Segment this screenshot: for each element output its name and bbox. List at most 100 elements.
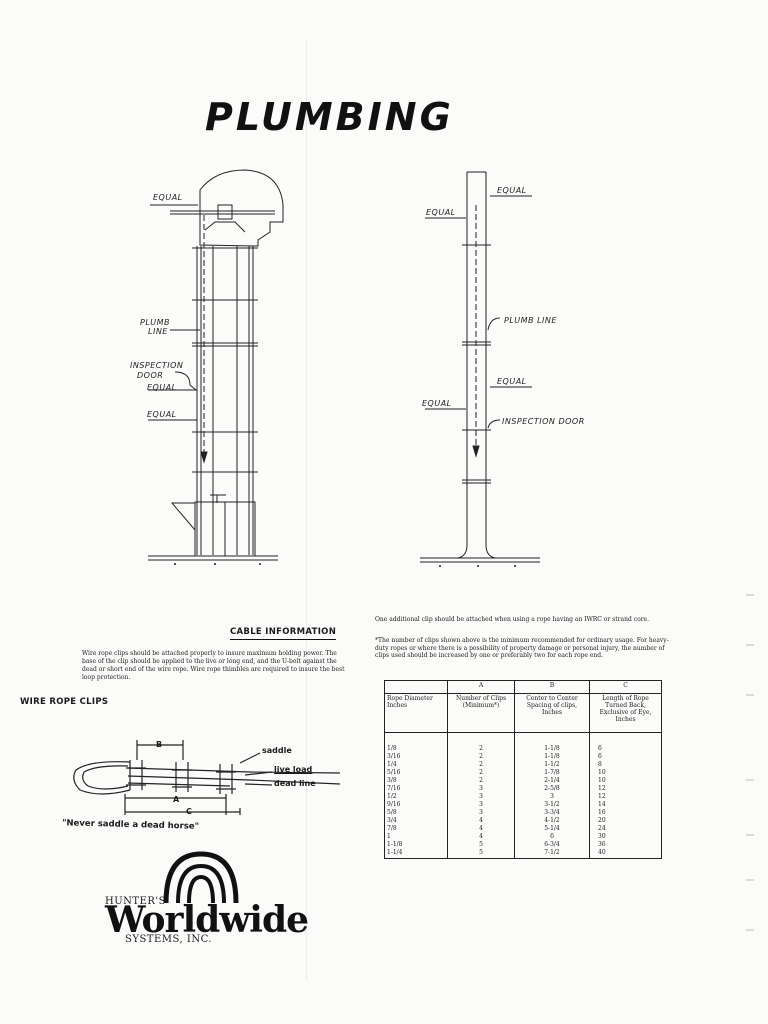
page-fold-line xyxy=(306,40,307,980)
rope-diameter-cell: 1-1/8 xyxy=(387,841,403,848)
clip-spacing-cell: 4-1/2 xyxy=(544,817,560,824)
turn-back-cell: 36 xyxy=(598,841,606,848)
right-equal-top-right-label: EQUAL xyxy=(497,186,527,195)
rope-diameter-cell: 1 xyxy=(387,833,391,840)
clip-count-cell: 3 xyxy=(479,793,483,800)
clip-count-cell: 2 xyxy=(479,745,483,752)
clip-spacing-cell: 1-1/8 xyxy=(544,745,560,752)
clip-count-cell: 2 xyxy=(479,753,483,760)
table-header: Number of Clips (Minimum*) xyxy=(447,693,515,733)
clip-count-cell: 4 xyxy=(479,825,483,832)
turn-back-cell: 6 xyxy=(598,745,602,752)
clip-dimension-a: A xyxy=(173,795,180,804)
clip-spacing-cell: 5-1/4 xyxy=(544,825,560,832)
turn-back-cell: 12 xyxy=(598,785,606,792)
clip-dimension-b: B xyxy=(156,740,163,749)
rope-diameter-cell: 9/16 xyxy=(387,801,401,808)
live-load-label: live load xyxy=(274,765,313,774)
cable-information-heading: CABLE INFORMATION xyxy=(230,627,337,640)
rope-diameter-cell: 3/4 xyxy=(387,817,397,824)
clip-spacing-cell: 6-3/4 xyxy=(544,841,560,848)
left-equal-low-label: EQUAL xyxy=(147,410,177,419)
clip-count-cell: 5 xyxy=(479,849,483,856)
clip-spacing-cell: 1-1/8 xyxy=(544,753,560,760)
table-header: Center to Center Spacing of clips, Inche… xyxy=(514,693,590,733)
turn-back-cell: 12 xyxy=(598,793,606,800)
saddle-label: saddle xyxy=(262,746,292,755)
rope-diameter-cell: 1/2 xyxy=(387,793,397,800)
clip-count-cell: 5 xyxy=(479,841,483,848)
clip-spacing-cell: 1-1/2 xyxy=(544,761,560,768)
turn-back-cell: 10 xyxy=(598,777,606,784)
clip-count-cell: 2 xyxy=(479,761,483,768)
turn-back-cell: 8 xyxy=(598,761,602,768)
left-equal-mid-label: EQUAL xyxy=(147,383,177,392)
turn-back-cell: 40 xyxy=(598,849,606,856)
table-letter: C xyxy=(589,680,662,694)
table-header-row: Rope Diameter Inches Number of Clips (Mi… xyxy=(384,693,662,733)
dead-line-label: dead line xyxy=(274,779,316,788)
table-header: Length of Rope Turned Back, Exclusive of… xyxy=(589,693,662,733)
minimum-clips-note: *The number of clips shown above is the … xyxy=(375,637,669,659)
wire-rope-clip-table: A B C Rope Diameter Inches Number of Cli… xyxy=(384,680,662,859)
table-letter-row: A B C xyxy=(384,680,662,694)
clip-count-cell: 4 xyxy=(479,817,483,824)
clip-count-cell: 4 xyxy=(479,833,483,840)
turn-back-cell: 14 xyxy=(598,801,606,808)
wire-rope-clip-diagram xyxy=(73,740,341,815)
clip-spacing-cell: 1-7/8 xyxy=(544,769,560,776)
logo-worldwide-text: Worldwide xyxy=(105,899,309,941)
rope-diameter-cell: 1/4 xyxy=(387,761,397,768)
rope-diameter-cell: 5/16 xyxy=(387,769,401,776)
left-inspection-label-1: INSPECTION xyxy=(130,361,184,370)
turn-back-cell: 30 xyxy=(598,833,606,840)
table-letter: B xyxy=(514,680,590,694)
clip-count-cell: 2 xyxy=(479,777,483,784)
rope-diameter-cell: 7/8 xyxy=(387,825,397,832)
left-plumb-label-2: LINE xyxy=(148,327,168,336)
turn-back-cell: 16 xyxy=(598,809,606,816)
rope-diameter-cell: 3/8 xyxy=(387,777,397,784)
rope-diameter-cell: 5/8 xyxy=(387,809,397,816)
right-elevator-diagram xyxy=(420,171,540,567)
clip-spacing-cell: 3-3/4 xyxy=(544,809,560,816)
wire-rope-clips-heading: WIRE ROPE CLIPS xyxy=(20,697,109,707)
left-plumb-label-1: PLUMB xyxy=(140,318,171,327)
right-equal-mid-right-label: EQUAL xyxy=(497,377,527,386)
clip-spacing-cell: 6 xyxy=(550,833,554,840)
clip-spacing-cell: 3-1/2 xyxy=(544,801,560,808)
clip-count-cell: 3 xyxy=(479,785,483,792)
clip-count-cell: 3 xyxy=(479,809,483,816)
right-inspection-door-label: INSPECTION DOOR xyxy=(502,417,585,426)
rope-diameter-cell: 3/16 xyxy=(387,753,401,760)
turn-back-cell: 6 xyxy=(598,753,602,760)
right-equal-mid-left-label: EQUAL xyxy=(422,399,452,408)
turn-back-cell: 24 xyxy=(598,825,606,832)
left-inspection-label-2: DOOR xyxy=(137,371,164,380)
scan-edge-marks xyxy=(746,594,754,931)
clip-spacing-cell: 2-5/8 xyxy=(544,785,560,792)
left-equal-top-label: EQUAL xyxy=(153,193,183,202)
rope-diameter-cell: 7/16 xyxy=(387,785,401,792)
clip-dimension-c: C xyxy=(186,807,192,816)
logo-hunters-text: HUNTER'S xyxy=(105,896,166,907)
clip-count-cell: 2 xyxy=(479,769,483,776)
rope-diameter-cell: 1-1/4 xyxy=(387,849,403,856)
clip-spacing-cell: 2-1/4 xyxy=(544,777,560,784)
clip-count-cell: 3 xyxy=(479,801,483,808)
right-equal-top-left-label: EQUAL xyxy=(426,208,456,217)
rope-diameter-cell: 1/8 xyxy=(387,745,397,752)
clip-spacing-cell: 3 xyxy=(550,793,554,800)
table-letter: A xyxy=(447,680,515,694)
right-plumb-line-label: PLUMB LINE xyxy=(504,316,557,325)
iwrc-note: One additional clip should be attached w… xyxy=(375,616,650,623)
table-header: Rope Diameter Inches xyxy=(384,693,448,733)
page-title: PLUMBING xyxy=(205,95,454,139)
clip-spacing-cell: 7-1/2 xyxy=(544,849,560,856)
cable-information-text: Wire rope clips should be attached prope… xyxy=(82,650,345,681)
